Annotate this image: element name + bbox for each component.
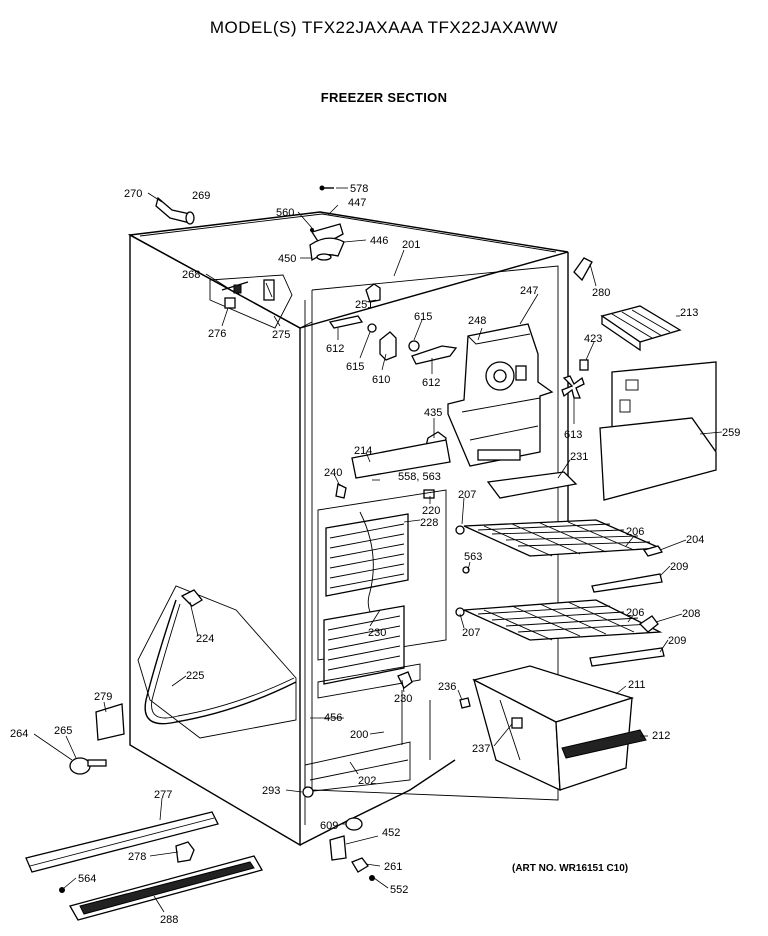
- part-label: 268: [182, 269, 200, 281]
- leveling-bracket: [95, 703, 125, 741]
- part-label: 563: [464, 551, 482, 563]
- part-label: 578: [350, 183, 368, 195]
- part-label: 552: [390, 884, 408, 896]
- part-label: 240: [324, 467, 342, 479]
- part-label: 201: [402, 239, 420, 251]
- part-label: 259: [722, 427, 740, 439]
- part-label: 200: [350, 729, 368, 741]
- part-label: 277: [154, 789, 172, 801]
- part-label: 275: [272, 329, 290, 341]
- air-duct-cover: [599, 361, 717, 501]
- part-label: 609: [320, 820, 338, 832]
- part-label: 612: [422, 377, 440, 389]
- part-label: 212: [652, 730, 670, 742]
- lower-hinge-hardware: [59, 835, 375, 893]
- part-label: 214: [354, 445, 372, 457]
- part-label: 213: [680, 307, 698, 319]
- hinge-pin: [155, 196, 195, 225]
- bottom-rail: [25, 811, 219, 873]
- part-label: 615: [414, 311, 432, 323]
- diagram-title: MODEL(S) TFX22JAXAAA TFX22JAXAWW: [209, 18, 559, 37]
- part-label: 288: [160, 914, 178, 926]
- part-label: 209: [668, 635, 686, 647]
- part-label: 208: [682, 608, 700, 620]
- part-label: 435: [424, 407, 442, 419]
- shelf-clips-upper: [328, 315, 458, 365]
- drain-trough: [397, 671, 413, 689]
- defrost-heater: [137, 585, 297, 739]
- thermostat-knob: [365, 283, 381, 303]
- leader-lines: [33, 187, 723, 913]
- part-label: 231: [570, 451, 588, 463]
- part-label: 564: [78, 873, 96, 885]
- part-label: 615: [346, 361, 364, 373]
- section-title: FREEZER SECTION: [320, 90, 448, 105]
- part-label: 230: [394, 693, 412, 705]
- part-label: 236: [438, 681, 456, 693]
- part-label: 613: [564, 429, 582, 441]
- part-label: 261: [384, 861, 402, 873]
- part-label: 209: [670, 561, 688, 573]
- part-label: 456: [324, 712, 342, 724]
- toe-grille: [69, 855, 263, 921]
- upper-shelf: [463, 519, 663, 593]
- freezer-cabinet: [127, 211, 569, 847]
- top-hinge-cover: [310, 185, 344, 247]
- part-label: 279: [94, 691, 112, 703]
- part-label: 225: [186, 670, 204, 682]
- part-label: 207: [458, 489, 476, 501]
- part-label: 560: [276, 207, 294, 219]
- part-label: 280: [592, 287, 610, 299]
- evaporator-cover-lower: [486, 471, 578, 499]
- part-label: 247: [520, 285, 538, 297]
- part-label: 206: [626, 607, 644, 619]
- part-label: 248: [468, 315, 486, 327]
- part-labels: 578 447 270 269 560 446 450 201 268 251 …: [10, 183, 740, 926]
- art-number: (ART NO. WR16151 C10): [512, 863, 629, 874]
- bottom-hinge-parts: [302, 786, 363, 831]
- evaporator-panel: [335, 439, 451, 499]
- part-label: 450: [278, 253, 296, 265]
- part-label: 446: [370, 235, 388, 247]
- part-label: 610: [372, 374, 390, 386]
- evaporator-coil: [317, 489, 447, 699]
- part-label: 265: [54, 725, 72, 737]
- top-hinge: [309, 228, 345, 262]
- part-label: 270: [124, 188, 142, 200]
- part-label: 293: [262, 785, 280, 797]
- part-label: 447: [348, 197, 366, 209]
- part-label: 220: [422, 505, 440, 517]
- part-label: 202: [358, 775, 376, 787]
- door-stop: [175, 841, 195, 863]
- fan-blade: [561, 359, 589, 399]
- part-label: 204: [686, 534, 704, 546]
- part-label: 278: [128, 851, 146, 863]
- freezer-basket: [472, 665, 647, 792]
- basket-stop: [459, 697, 471, 709]
- part-label: 452: [382, 827, 400, 839]
- part-label: 228: [420, 517, 438, 529]
- cam-assembly: [221, 281, 249, 309]
- part-label: 269: [192, 190, 210, 202]
- part-label: 230: [368, 627, 386, 639]
- part-label: 224: [196, 633, 214, 645]
- ice-tray: [600, 305, 682, 352]
- part-label: 251: [355, 299, 373, 311]
- part-label: 264: [10, 728, 28, 740]
- part-label: 206: [626, 526, 644, 538]
- lower-shelf: [463, 599, 665, 667]
- part-label: 207: [462, 627, 480, 639]
- part-label: 276: [208, 328, 226, 340]
- shelf-supports: [455, 525, 664, 633]
- part-label: 211: [628, 679, 646, 691]
- part-label: 423: [584, 333, 602, 345]
- part-label: 558, 563: [398, 471, 441, 483]
- ice-maker-fill-cup: [573, 257, 593, 282]
- part-label: 612: [326, 343, 344, 355]
- part-label: 237: [472, 743, 490, 755]
- roller: [69, 757, 107, 775]
- fan-shroud: [447, 323, 554, 467]
- hinge-bracket: [209, 274, 293, 329]
